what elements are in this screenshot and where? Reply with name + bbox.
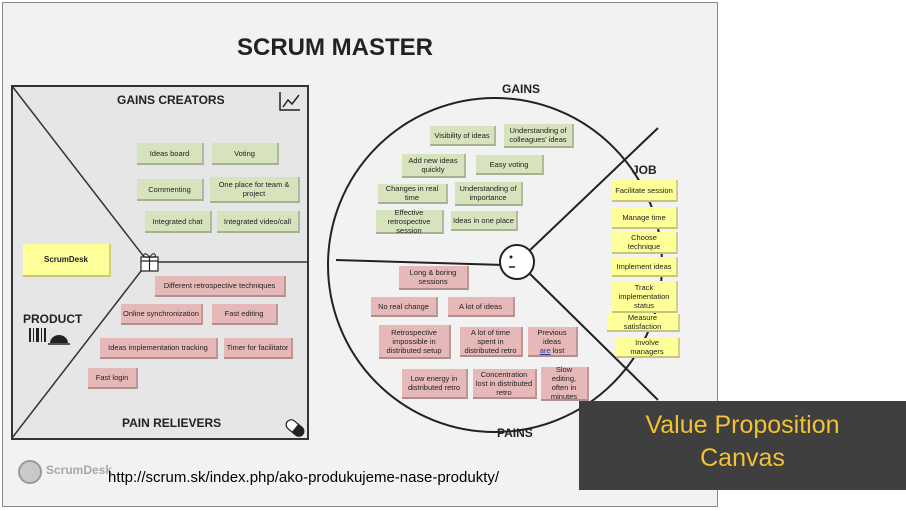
job-note: Involve managers xyxy=(616,338,680,358)
pain-note: A lot of time spent in distributed retro xyxy=(460,327,523,357)
pain-note-text-line2: are lost xyxy=(540,346,565,355)
page-title: SCRUM MASTER xyxy=(237,34,433,61)
pill-icon xyxy=(285,419,305,437)
pain-note: Retrospective impossible in distributed … xyxy=(379,325,451,359)
pain-note-text: Previous ideas xyxy=(537,327,567,346)
pains-label: PAINS xyxy=(497,426,533,440)
barcode-icon xyxy=(29,328,70,345)
job-note: Track implementation status xyxy=(612,281,678,313)
logo-text: ScrumDesk xyxy=(46,463,113,477)
square-diagonal-bottom xyxy=(11,261,149,439)
pain-note-previous-ideas: Previous ideas are lost xyxy=(528,327,578,357)
pain-note: Long & boring sessions xyxy=(399,266,469,290)
gain-note: Understanding of colleagues' ideas xyxy=(504,124,574,148)
gift-icon xyxy=(140,253,159,272)
pain-reliever-note: Online synchronization xyxy=(121,304,203,325)
gains-creator-note: Integrated chat xyxy=(145,211,212,233)
pain-note: Concentration lost in distributed retro xyxy=(473,369,537,399)
pain-note: Slow editing, often in minutes xyxy=(541,365,589,401)
gains-creator-note: Voting xyxy=(212,143,279,165)
gain-note: Changes in real time xyxy=(378,184,448,204)
product-note: ScrumDesk xyxy=(23,244,111,277)
pain-reliever-note: Timer for facilitator xyxy=(224,338,293,359)
product-label: PRODUCT xyxy=(23,312,83,326)
pain-note-link[interactable]: are xyxy=(539,345,551,355)
pain-note: Low energy in distributed retro xyxy=(402,369,468,399)
job-note: Choose technique xyxy=(612,232,678,254)
chart-icon xyxy=(279,92,300,111)
circle-divider-top xyxy=(527,127,659,253)
gains-creators-label: GAINS CREATORS xyxy=(117,93,225,107)
gains-label: GAINS xyxy=(502,82,541,96)
circle-divider-bottom xyxy=(527,271,659,401)
gains-creator-note: Commenting xyxy=(137,179,204,201)
gain-note: Effective retrospective session xyxy=(376,208,444,235)
job-note: Facilitate session xyxy=(612,180,678,202)
circle-divider-left xyxy=(335,259,506,266)
job-label: JOB xyxy=(632,163,657,177)
gain-note: Visibility of ideas xyxy=(430,126,496,146)
gains-creator-note: Integrated video/call xyxy=(217,211,300,233)
gains-creator-note: Ideas board xyxy=(137,143,204,165)
caption-line-2: Canvas xyxy=(700,444,785,472)
pain-reliever-note: Ideas implementation tracking xyxy=(100,338,218,359)
square-diagonal-top xyxy=(11,85,149,263)
gain-note: Ideas in one place xyxy=(451,211,518,231)
gain-note: Easy voting xyxy=(476,155,544,175)
source-url[interactable]: http://scrum.sk/index.php/ako-produkujem… xyxy=(108,469,500,486)
face-icon xyxy=(499,244,535,280)
job-note: Implement ideas xyxy=(612,257,678,277)
job-note: Manage time xyxy=(612,207,678,229)
pain-reliever-note: Different retrospective techniques xyxy=(155,276,286,297)
job-note: Measure satisfaction xyxy=(607,313,680,332)
scrumdesk-logo: ScrumDesk xyxy=(18,460,138,490)
logo-icon xyxy=(18,460,42,484)
pain-note: A lot of ideas xyxy=(448,297,515,317)
gain-note: Add new ideas quickly xyxy=(402,154,466,178)
pain-note: No real change xyxy=(371,297,438,317)
gain-note: Understanding of importance xyxy=(455,182,523,206)
gains-creator-note: One place for team & project xyxy=(210,177,300,203)
pain-note-text-end: lost xyxy=(552,345,565,355)
caption-box: Value Proposition Canvas xyxy=(579,401,906,490)
pain-relievers-label: PAIN RELIEVERS xyxy=(122,416,222,430)
pain-reliever-note: Fast login xyxy=(88,368,138,389)
caption-line-1: Value Proposition xyxy=(645,411,840,439)
pain-reliever-note: Fast editing xyxy=(212,304,278,325)
